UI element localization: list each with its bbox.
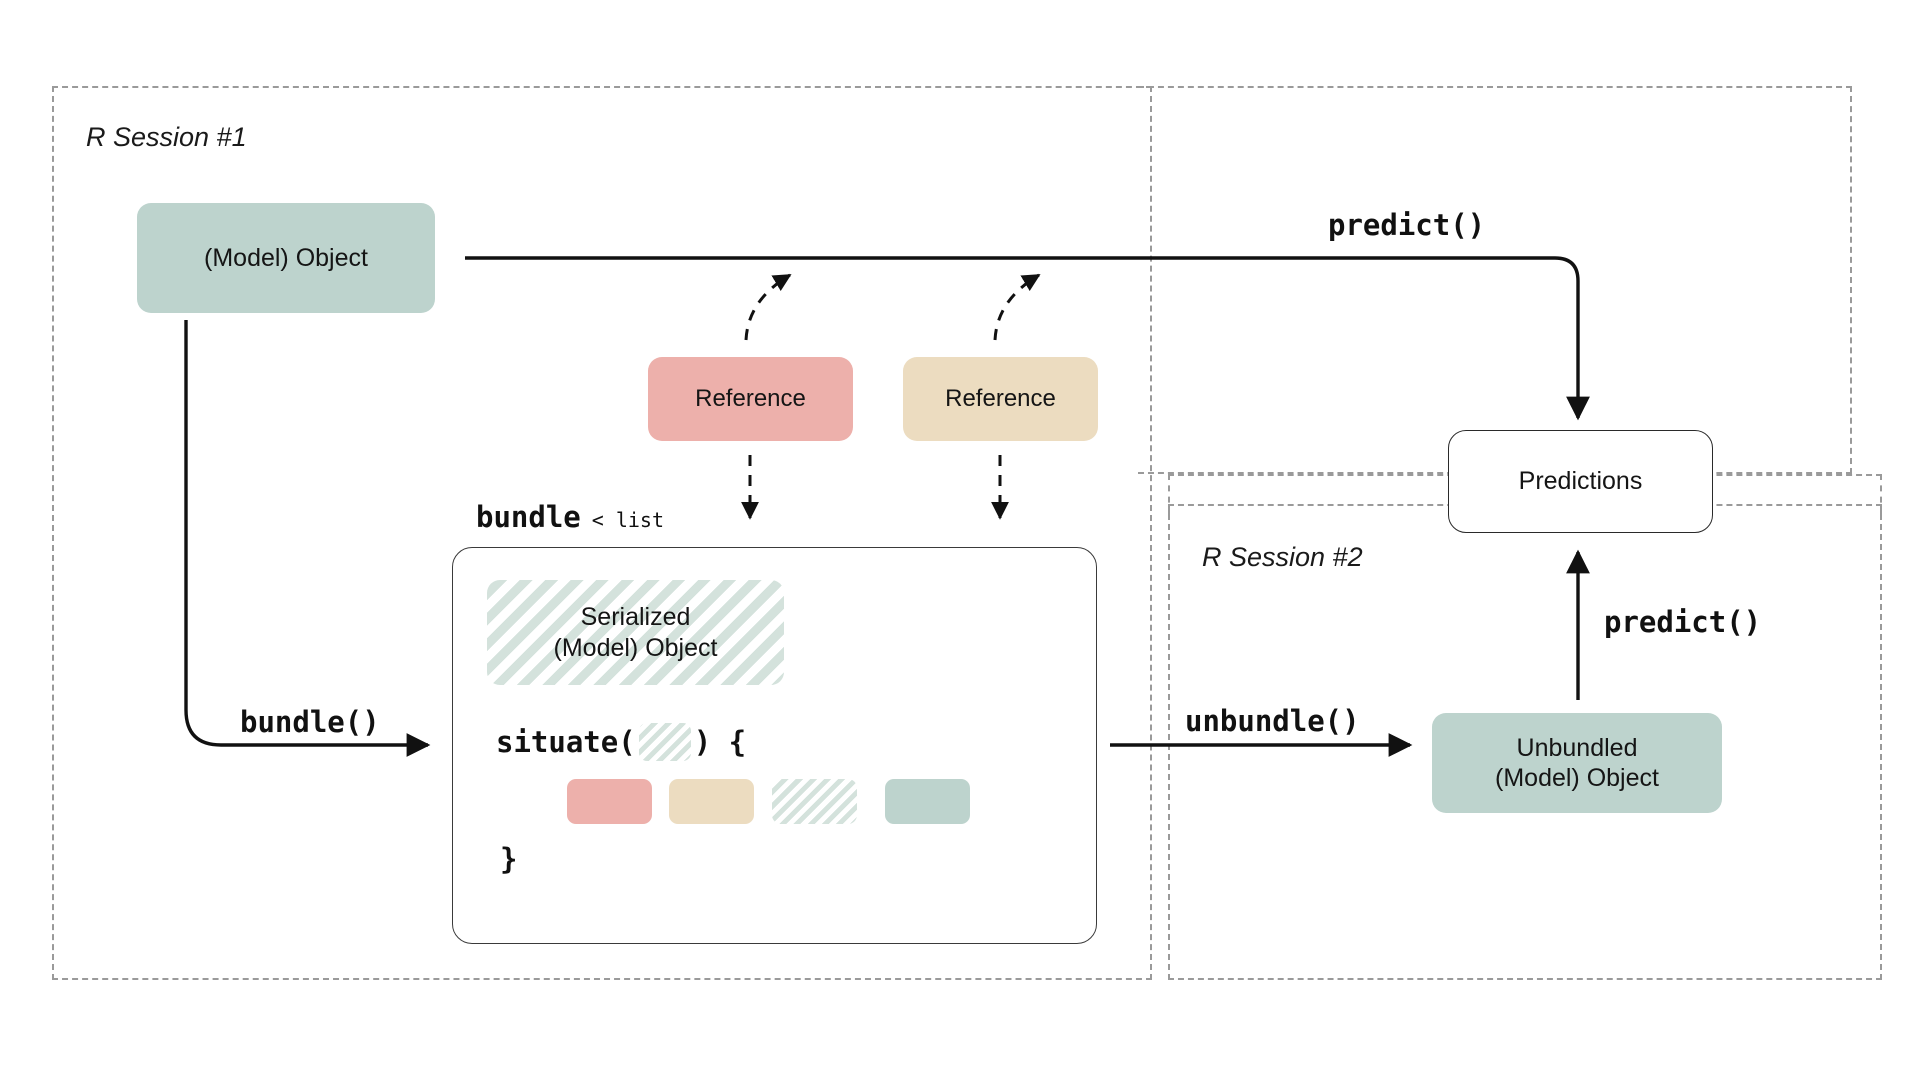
node-predictions-label: Predictions [1518,467,1643,496]
bundle-type-label: bundle < list [476,500,664,534]
node-model-object[interactable]: (Model) Object [137,203,435,313]
session-1-label: R Session #1 [86,122,247,152]
label-unbundle-call: unbundle() [1185,704,1360,738]
node-model-object-label: (Model) Object [204,243,368,272]
label-predict-top: predict() [1328,208,1486,242]
bundle-type-relation: < list [591,508,665,532]
session-1-boundary-extension [1138,86,1852,474]
serialized-object-line-1: Serialized [580,603,691,631]
node-predictions[interactable]: Predictions [1448,430,1713,533]
situate-argument-chip [638,723,691,761]
situate-open-token: situate( [496,725,636,759]
chip-serialized[interactable] [772,779,857,824]
node-unbundled-model-object[interactable]: Unbundled (Model) Object [1432,713,1722,813]
session-2-label: R Session #2 [1202,542,1363,572]
node-reference-beige-label: Reference [945,385,1056,413]
bundle-type-name: bundle [476,500,581,534]
unbundled-line-2: (Model) Object [1495,764,1659,792]
node-reference-red[interactable]: Reference [648,357,853,441]
node-reference-red-label: Reference [695,385,806,413]
node-serialized-model-object[interactable]: Serialized (Model) Object [487,580,784,685]
chip-reference-red[interactable] [567,779,652,824]
label-predict-session2: predict() [1604,605,1762,639]
serialized-object-line-2: (Model) Object [553,633,718,662]
chip-reference-beige[interactable] [669,779,754,824]
situate-closing-brace: } [500,842,518,876]
chip-model[interactable] [885,779,970,824]
label-bundle-call: bundle() [240,705,380,739]
unbundled-line-1: Unbundled [1516,733,1638,762]
session-1-boundary [52,86,1152,980]
situate-signature: situate( ) { [496,723,746,761]
situate-close-token: ) { [693,725,747,759]
node-reference-beige[interactable]: Reference [903,357,1098,441]
